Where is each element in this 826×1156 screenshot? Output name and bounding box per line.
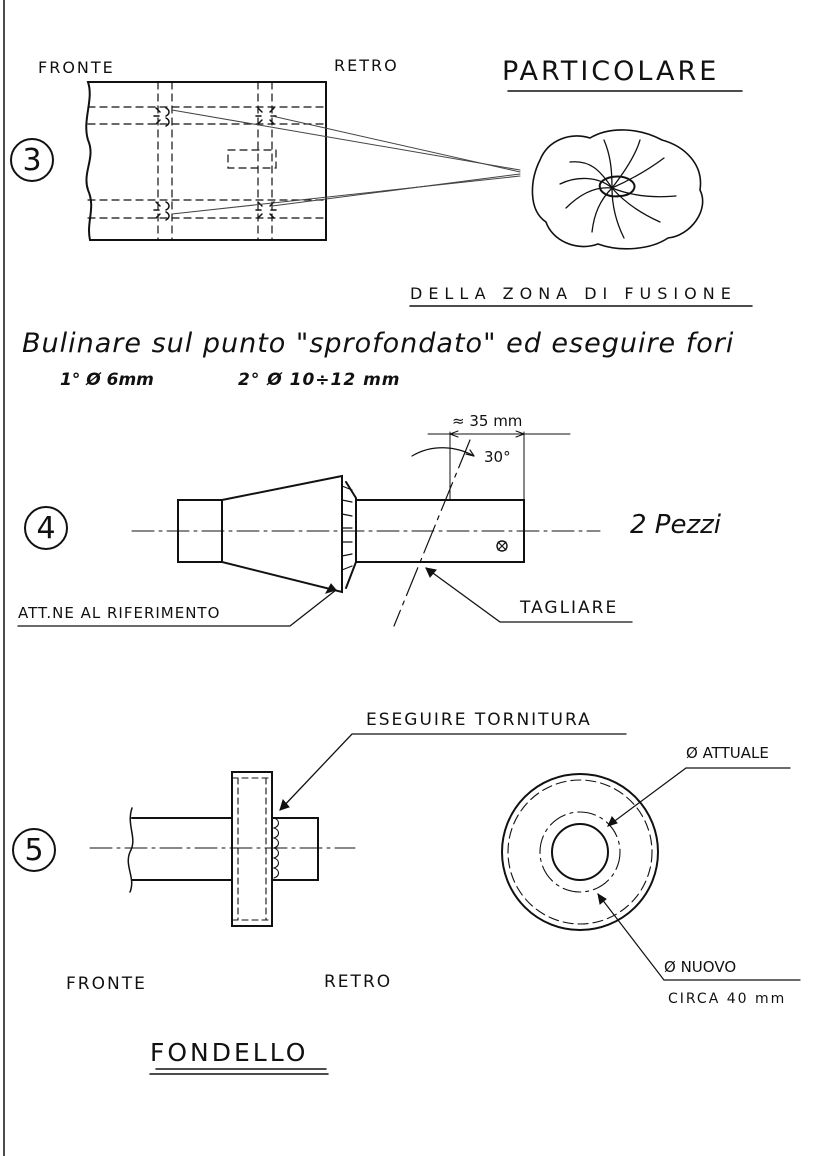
step3-front-label: FRONTE [38, 58, 115, 77]
new-diameter-value: CIRCA 40 mm [668, 991, 787, 1007]
quantity-label: 2 Pezzi [630, 510, 721, 540]
instruction-drill-2: 2° Ø 10÷12 mm [238, 370, 401, 390]
step-4-number: 4 [36, 510, 56, 546]
instruction-drill-1: 1° Ø 6mm [60, 370, 154, 390]
step-3-number: 3 [22, 142, 42, 178]
fusion-zone-detail [531, 129, 704, 250]
angle-dimension: 30° [484, 448, 511, 466]
step-5-marker: 5 [12, 828, 56, 872]
detail-caption: DELLA ZONA DI FUSIONE [410, 284, 737, 303]
length-dimension: ≈ 35 mm [452, 412, 523, 430]
instruction-line-1: Bulinare sul punto "sprofondato" ed eseg… [22, 328, 735, 359]
part-name: FONDELLO [150, 1038, 309, 1067]
new-diameter-label: Ø NUOVO [664, 958, 737, 976]
step-3-marker: 3 [10, 138, 54, 182]
step5-side-view [89, 733, 627, 1075]
step5-front-view [501, 767, 801, 981]
step5-back-label: RETRO [324, 972, 393, 992]
current-diameter-label: Ø ATTUALE [686, 744, 769, 762]
detail-title: PARTICOLARE [502, 56, 720, 87]
turning-note: ESEGUIRE TORNITURA [366, 710, 592, 730]
step3-plate [85, 81, 521, 241]
step-4-marker: 4 [24, 506, 68, 550]
step-5-number: 5 [24, 832, 44, 868]
weld-points [153, 107, 277, 221]
reference-note: ATT.NE AL RIFERIMENTO [18, 604, 221, 622]
step3-back-label: RETRO [334, 56, 399, 75]
step5-front-label: FRONTE [66, 974, 147, 994]
cut-note: TAGLIARE [520, 598, 619, 618]
step4-part [17, 430, 633, 627]
